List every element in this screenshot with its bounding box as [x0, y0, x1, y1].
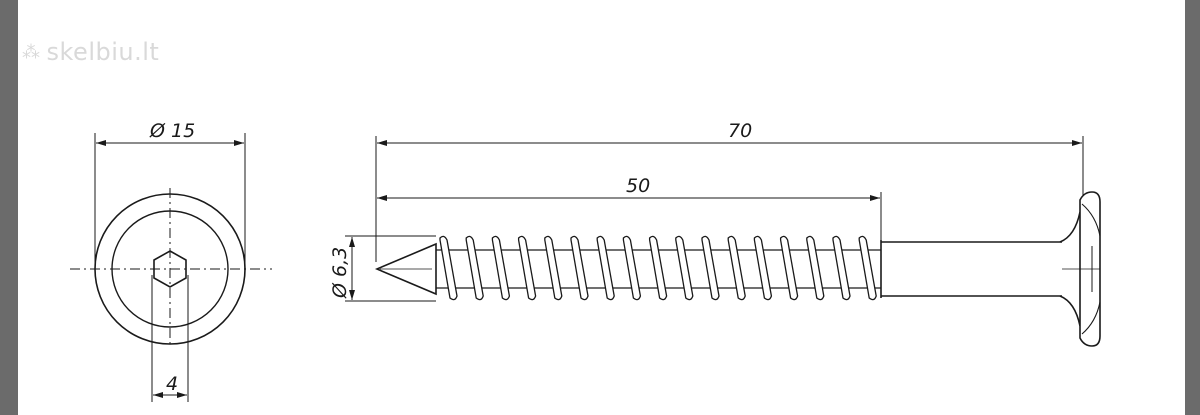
thread-crest: [465, 235, 484, 301]
right-frame-band: [1185, 0, 1200, 415]
thread-crest: [648, 235, 668, 301]
left-frame-band: [0, 0, 18, 415]
thread-crest: [491, 235, 511, 301]
thread-crest: [544, 235, 563, 301]
thread-crest: [858, 235, 877, 301]
thread-crests: [439, 235, 877, 301]
thread-crest: [596, 235, 615, 301]
watermark: ⁂skelbiu.lt: [22, 38, 159, 66]
thread-crest: [570, 235, 589, 301]
head-diameter-label: Ø 15: [149, 120, 195, 142]
thread-crest: [622, 235, 642, 301]
head-bottom-curve: [1081, 301, 1101, 335]
head-outer-circle: [94, 193, 246, 345]
side-view: [345, 136, 1101, 347]
thread-crest: [806, 235, 825, 301]
thread-crest: [675, 235, 694, 301]
total-length-label: 70: [728, 120, 752, 142]
thread-crest: [517, 235, 537, 301]
head-flare-bottom: [1059, 295, 1081, 327]
hex-width-label: 4: [166, 373, 178, 395]
thread-crest: [727, 235, 746, 301]
hex-socket: [153, 250, 187, 288]
skelbiu-logo-icon: ⁂: [22, 42, 41, 63]
thread-crest: [779, 235, 799, 301]
head-view: [70, 133, 272, 402]
thread-crest: [832, 235, 851, 301]
head-flare-top: [1059, 211, 1081, 243]
thread-diameter-label: Ø 6,3: [329, 247, 351, 299]
head-top-curve: [1081, 203, 1101, 237]
watermark-text: skelbiu.lt: [46, 38, 160, 66]
thread-crest: [701, 235, 720, 301]
thread-crest: [753, 235, 773, 301]
thread-length-label: 50: [626, 175, 650, 197]
head-inner-circle: [111, 210, 229, 328]
thread-crest: [439, 235, 458, 301]
